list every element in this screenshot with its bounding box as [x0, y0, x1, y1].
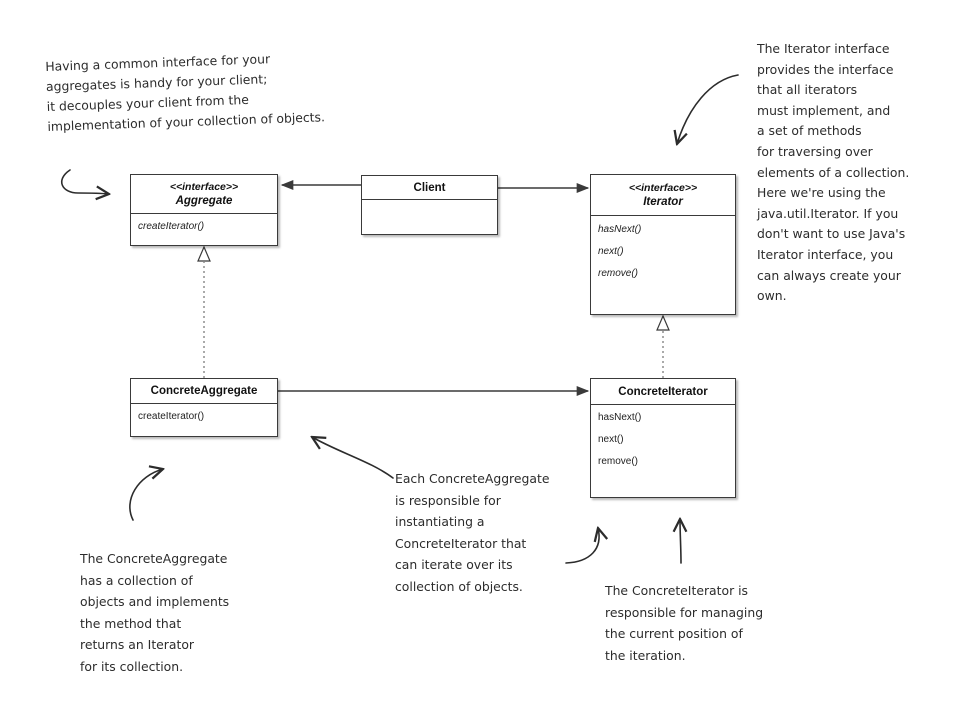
aggregate-annotation: Having a common interface for your aggre…: [45, 51, 326, 134]
concrete-iterator-note-arrow: [680, 519, 681, 564]
iterator-annotation: The Iterator interface provides the inte…: [757, 41, 910, 304]
concrete-aggregate-methods: createIterator(): [131, 404, 277, 428]
aggregate-name: Aggregate: [175, 194, 233, 207]
iterator-header: <<interface>> Iterator: [591, 175, 735, 216]
client-box: Client: [361, 175, 498, 235]
concrete-iterator-annotation: The ConcreteIterator is responsible for …: [605, 583, 764, 663]
client-header: Client: [362, 176, 497, 200]
iterator-method: remove(): [598, 268, 639, 279]
concrete-aggregate-annotation: The ConcreteAggregate has a collection o…: [80, 551, 230, 674]
concrete-aggregate-note-arrow: [129, 469, 163, 521]
concrete-aggregate-box: ConcreteAggregate createIterator(): [130, 378, 278, 437]
concrete-iterator-name: ConcreteIterator: [618, 385, 708, 398]
aggregate-method: createIterator(): [138, 221, 205, 232]
aggregate-methods: createIterator(): [131, 214, 277, 238]
concrete-iterator-box: ConcreteIterator hasNext() next() remove…: [590, 378, 736, 498]
concrete-aggregate-name: ConcreteAggregate: [150, 385, 258, 397]
center-note-arrow-to-iterator: [565, 528, 599, 564]
center-annotation: Each ConcreteAggregate is responsible fo…: [395, 471, 550, 594]
client-name: Client: [413, 181, 446, 194]
iterator-method: next(): [598, 246, 624, 257]
concrete-iterator-method: hasNext(): [598, 412, 642, 423]
iterator-realization-triangle: [656, 314, 670, 331]
iterator-name: Iterator: [643, 195, 683, 208]
concrete-iterator-method: next(): [598, 434, 624, 445]
concrete-iterator-method: remove(): [598, 456, 639, 467]
concrete-iterator-header: ConcreteIterator: [591, 379, 735, 405]
concrete-aggregate-header: ConcreteAggregate: [131, 379, 277, 404]
aggregate-stereotype: <<interface>>: [169, 180, 239, 193]
concrete-iterator-methods: hasNext() next() remove(): [591, 405, 735, 473]
aggregate-note-arrow: [60, 169, 109, 194]
iterator-interface-box: <<interface>> Iterator hasNext() next() …: [590, 174, 736, 315]
aggregate-realization-triangle: [197, 245, 211, 262]
iterator-note-arrow: [677, 74, 739, 144]
aggregate-interface-box: <<interface>> Aggregate createIterator(): [130, 174, 278, 246]
iterator-stereotype: <<interface>>: [628, 181, 698, 194]
iterator-methods: hasNext() next() remove(): [591, 216, 735, 285]
center-note-arrow-to-aggregate: [312, 437, 394, 479]
concrete-aggregate-method: createIterator(): [138, 411, 205, 422]
aggregate-header: <<interface>> Aggregate: [131, 175, 277, 214]
iterator-method: hasNext(): [598, 224, 642, 235]
